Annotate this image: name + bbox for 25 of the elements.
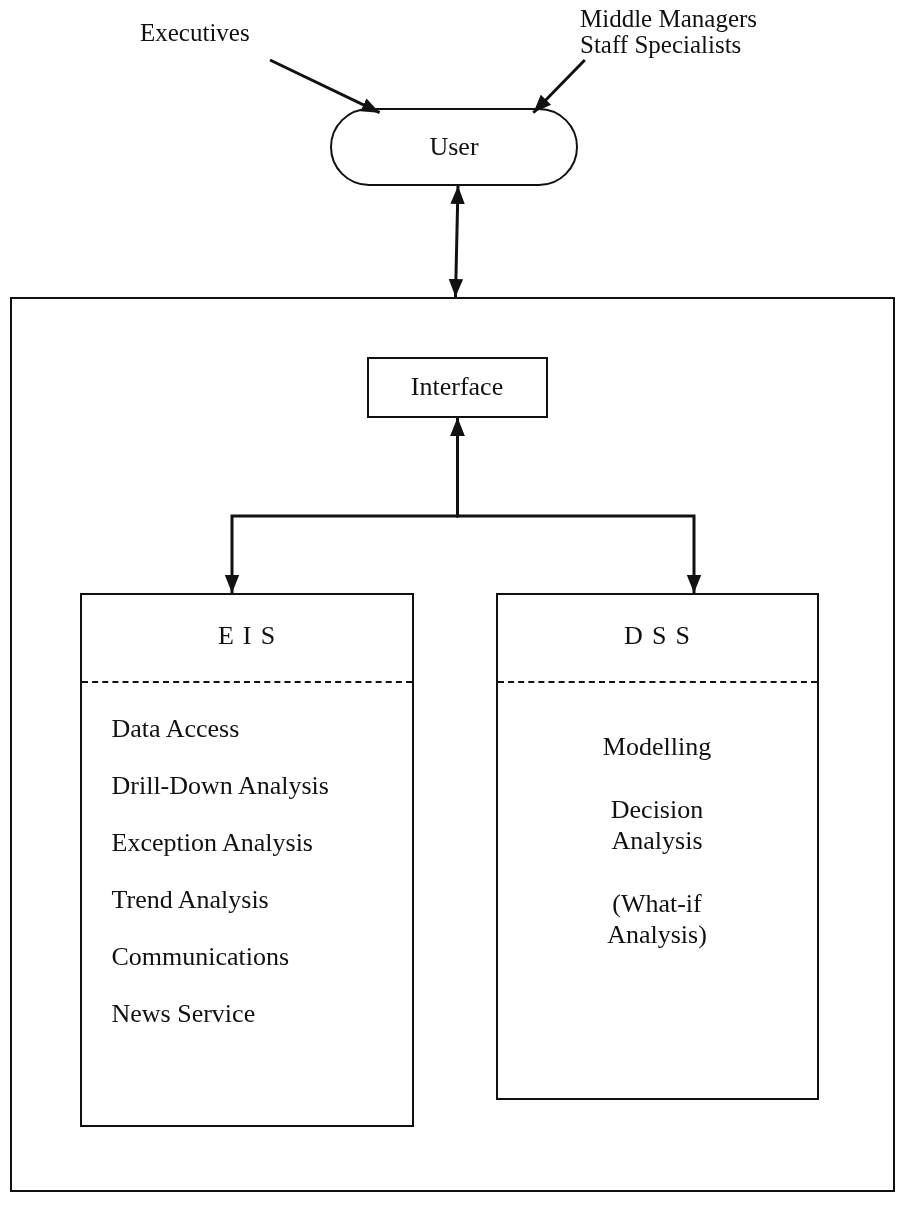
function-item: Communications <box>111 941 290 973</box>
arrow <box>450 418 702 593</box>
arrow <box>269 58 381 115</box>
node-label: User <box>429 132 479 162</box>
role-label: Staff Specialists <box>580 32 742 59</box>
arrow <box>448 185 465 298</box>
function-item: Trend Analysis <box>111 884 269 916</box>
arrow <box>532 58 586 114</box>
terminal-pill <box>330 108 578 186</box>
process-box <box>366 356 548 418</box>
function-item: News Service <box>111 998 256 1030</box>
node-label: Interface <box>410 372 504 402</box>
function-item: Exception Analysis <box>111 826 313 859</box>
subsystem-box <box>495 592 819 1100</box>
role-label: Executives <box>140 20 250 47</box>
system-boundary-box <box>10 297 895 1192</box>
role-label: Middle Managers <box>580 6 758 33</box>
function-item: (What-if Analysis) <box>606 888 708 951</box>
function-item: Drill-Down Analysis <box>111 769 329 801</box>
box-heading: EIS <box>216 620 285 651</box>
function-item: Data Access <box>111 712 240 744</box>
subsystem-box <box>79 592 414 1127</box>
function-item: Decision Analysis <box>609 793 705 857</box>
box-heading: DSS <box>623 620 700 651</box>
function-item: Modelling <box>602 730 712 762</box>
